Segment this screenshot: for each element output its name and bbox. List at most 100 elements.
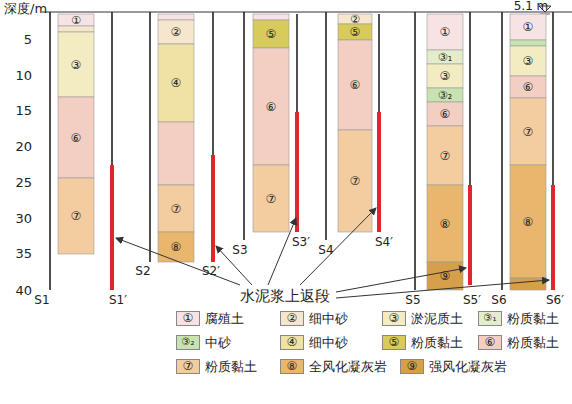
soil-layer xyxy=(510,165,546,278)
layer-number: ② xyxy=(350,14,360,25)
legend-number: ① xyxy=(183,312,194,324)
layer-number: ⑥ xyxy=(440,108,451,120)
legend-text: 粉质黏土 xyxy=(507,336,559,349)
soil-layer xyxy=(158,122,194,185)
soil-layer xyxy=(510,40,546,46)
soil-layer xyxy=(427,14,463,50)
soil-layer xyxy=(58,26,94,32)
legend-number: ⑦ xyxy=(183,360,194,372)
layer-number: ⑥ xyxy=(523,81,534,93)
legend-swatch: ⑧ xyxy=(280,359,304,374)
depth-tick: 30 xyxy=(15,212,32,225)
borehole-line xyxy=(501,12,503,290)
soil-layer xyxy=(427,102,463,126)
borehole-line xyxy=(212,12,214,155)
soil-layer xyxy=(58,178,94,254)
soil-layer xyxy=(253,14,289,20)
soil-layer xyxy=(338,40,372,130)
legend-swatch: ⑦ xyxy=(176,359,200,374)
legend-swatch: ⑥ xyxy=(478,335,502,350)
legend-number: ② xyxy=(287,312,298,324)
layer-number: ③₁ xyxy=(438,52,452,63)
soil-layer xyxy=(158,185,194,232)
legend-swatch: ① xyxy=(176,311,200,326)
depth-tick: 10 xyxy=(15,69,32,82)
layer-number: ④ xyxy=(171,77,182,89)
legend-number: ④ xyxy=(287,336,298,348)
soil-layer xyxy=(158,14,194,20)
borehole-label: S5 xyxy=(405,294,420,306)
soil-layer xyxy=(158,232,194,262)
soil-layer xyxy=(427,262,463,290)
grout-section xyxy=(551,185,555,290)
soil-layer xyxy=(58,14,94,26)
borehole-label: S4′ xyxy=(375,236,393,248)
legend-text: 中砂 xyxy=(205,336,231,349)
layer-number: ⑦ xyxy=(523,126,534,138)
legend-text: 粉质黏土 xyxy=(411,336,463,349)
layer-number: ① xyxy=(440,26,451,38)
soil-layer xyxy=(427,185,463,262)
legend-swatch: ⑤ xyxy=(382,335,406,350)
soil-layer xyxy=(253,48,289,165)
layer-number: ⑧ xyxy=(171,241,182,253)
soil-layer xyxy=(427,126,463,185)
layer-number: ③ xyxy=(71,59,82,71)
axis-title: 深度/m xyxy=(4,2,47,15)
legend-swatch: ③₁ xyxy=(478,311,502,326)
leader-lines xyxy=(116,208,549,298)
legend-swatch: ② xyxy=(280,311,304,326)
soil-layer xyxy=(510,46,546,76)
soil-layer xyxy=(58,97,94,178)
borehole-line xyxy=(296,14,298,112)
borehole-label: S6 xyxy=(491,294,506,306)
layer-number: ⑤ xyxy=(350,26,361,38)
layer-number: ② xyxy=(171,26,182,38)
layer-number: ① xyxy=(71,15,81,26)
borehole-line xyxy=(149,12,151,262)
soil-layer xyxy=(427,88,463,102)
layer-number: ⑥ xyxy=(71,132,82,144)
layer-number: ① xyxy=(523,21,534,33)
depth-tick: 5 xyxy=(24,33,32,46)
legend-text: 粉质黏土 xyxy=(507,312,559,325)
soil-layer xyxy=(510,98,546,165)
layer-number: ③₂ xyxy=(438,90,452,101)
layer-number: ⑦ xyxy=(171,203,182,215)
legend-text: 腐殖土 xyxy=(205,312,244,325)
grout-section xyxy=(110,165,114,290)
legend-text: 全风化凝灰岩 xyxy=(309,360,387,373)
legend-text: 淤泥质土 xyxy=(411,312,463,325)
legend-swatch: ③ xyxy=(382,311,406,326)
borehole-label: S3′ xyxy=(292,236,310,248)
soil-layer xyxy=(510,14,546,40)
layer-number: ⑨ xyxy=(440,270,451,282)
borehole-label: S1 xyxy=(34,294,49,306)
water-level-label: 5.1 m xyxy=(514,0,549,12)
legend-number: ⑤ xyxy=(389,336,400,348)
grout-section xyxy=(211,155,215,262)
legend-number: ⑧ xyxy=(287,360,298,372)
legend-number: ③₁ xyxy=(484,313,497,323)
soil-layer xyxy=(253,165,289,232)
soil-layer xyxy=(427,50,463,64)
layer-number: ⑥ xyxy=(350,79,361,91)
depth-tick: 40 xyxy=(15,284,32,297)
borehole-line xyxy=(49,12,51,290)
borehole-line xyxy=(469,12,471,185)
borehole-label: S5′ xyxy=(463,294,481,306)
borehole-label: S1′ xyxy=(109,294,127,306)
soil-layer xyxy=(158,20,194,44)
layer-number: ⑦ xyxy=(71,210,82,222)
layer-number: ⑥ xyxy=(266,101,277,113)
grout-section xyxy=(295,112,299,232)
soil-layer xyxy=(158,44,194,122)
soil-layer xyxy=(338,24,372,40)
layer-number: ③ xyxy=(523,55,534,67)
borehole-line xyxy=(414,12,416,290)
legend-number: ③ xyxy=(389,312,400,324)
ground-line xyxy=(42,12,572,13)
soil-layer xyxy=(510,278,546,290)
depth-tick: 25 xyxy=(15,176,32,189)
